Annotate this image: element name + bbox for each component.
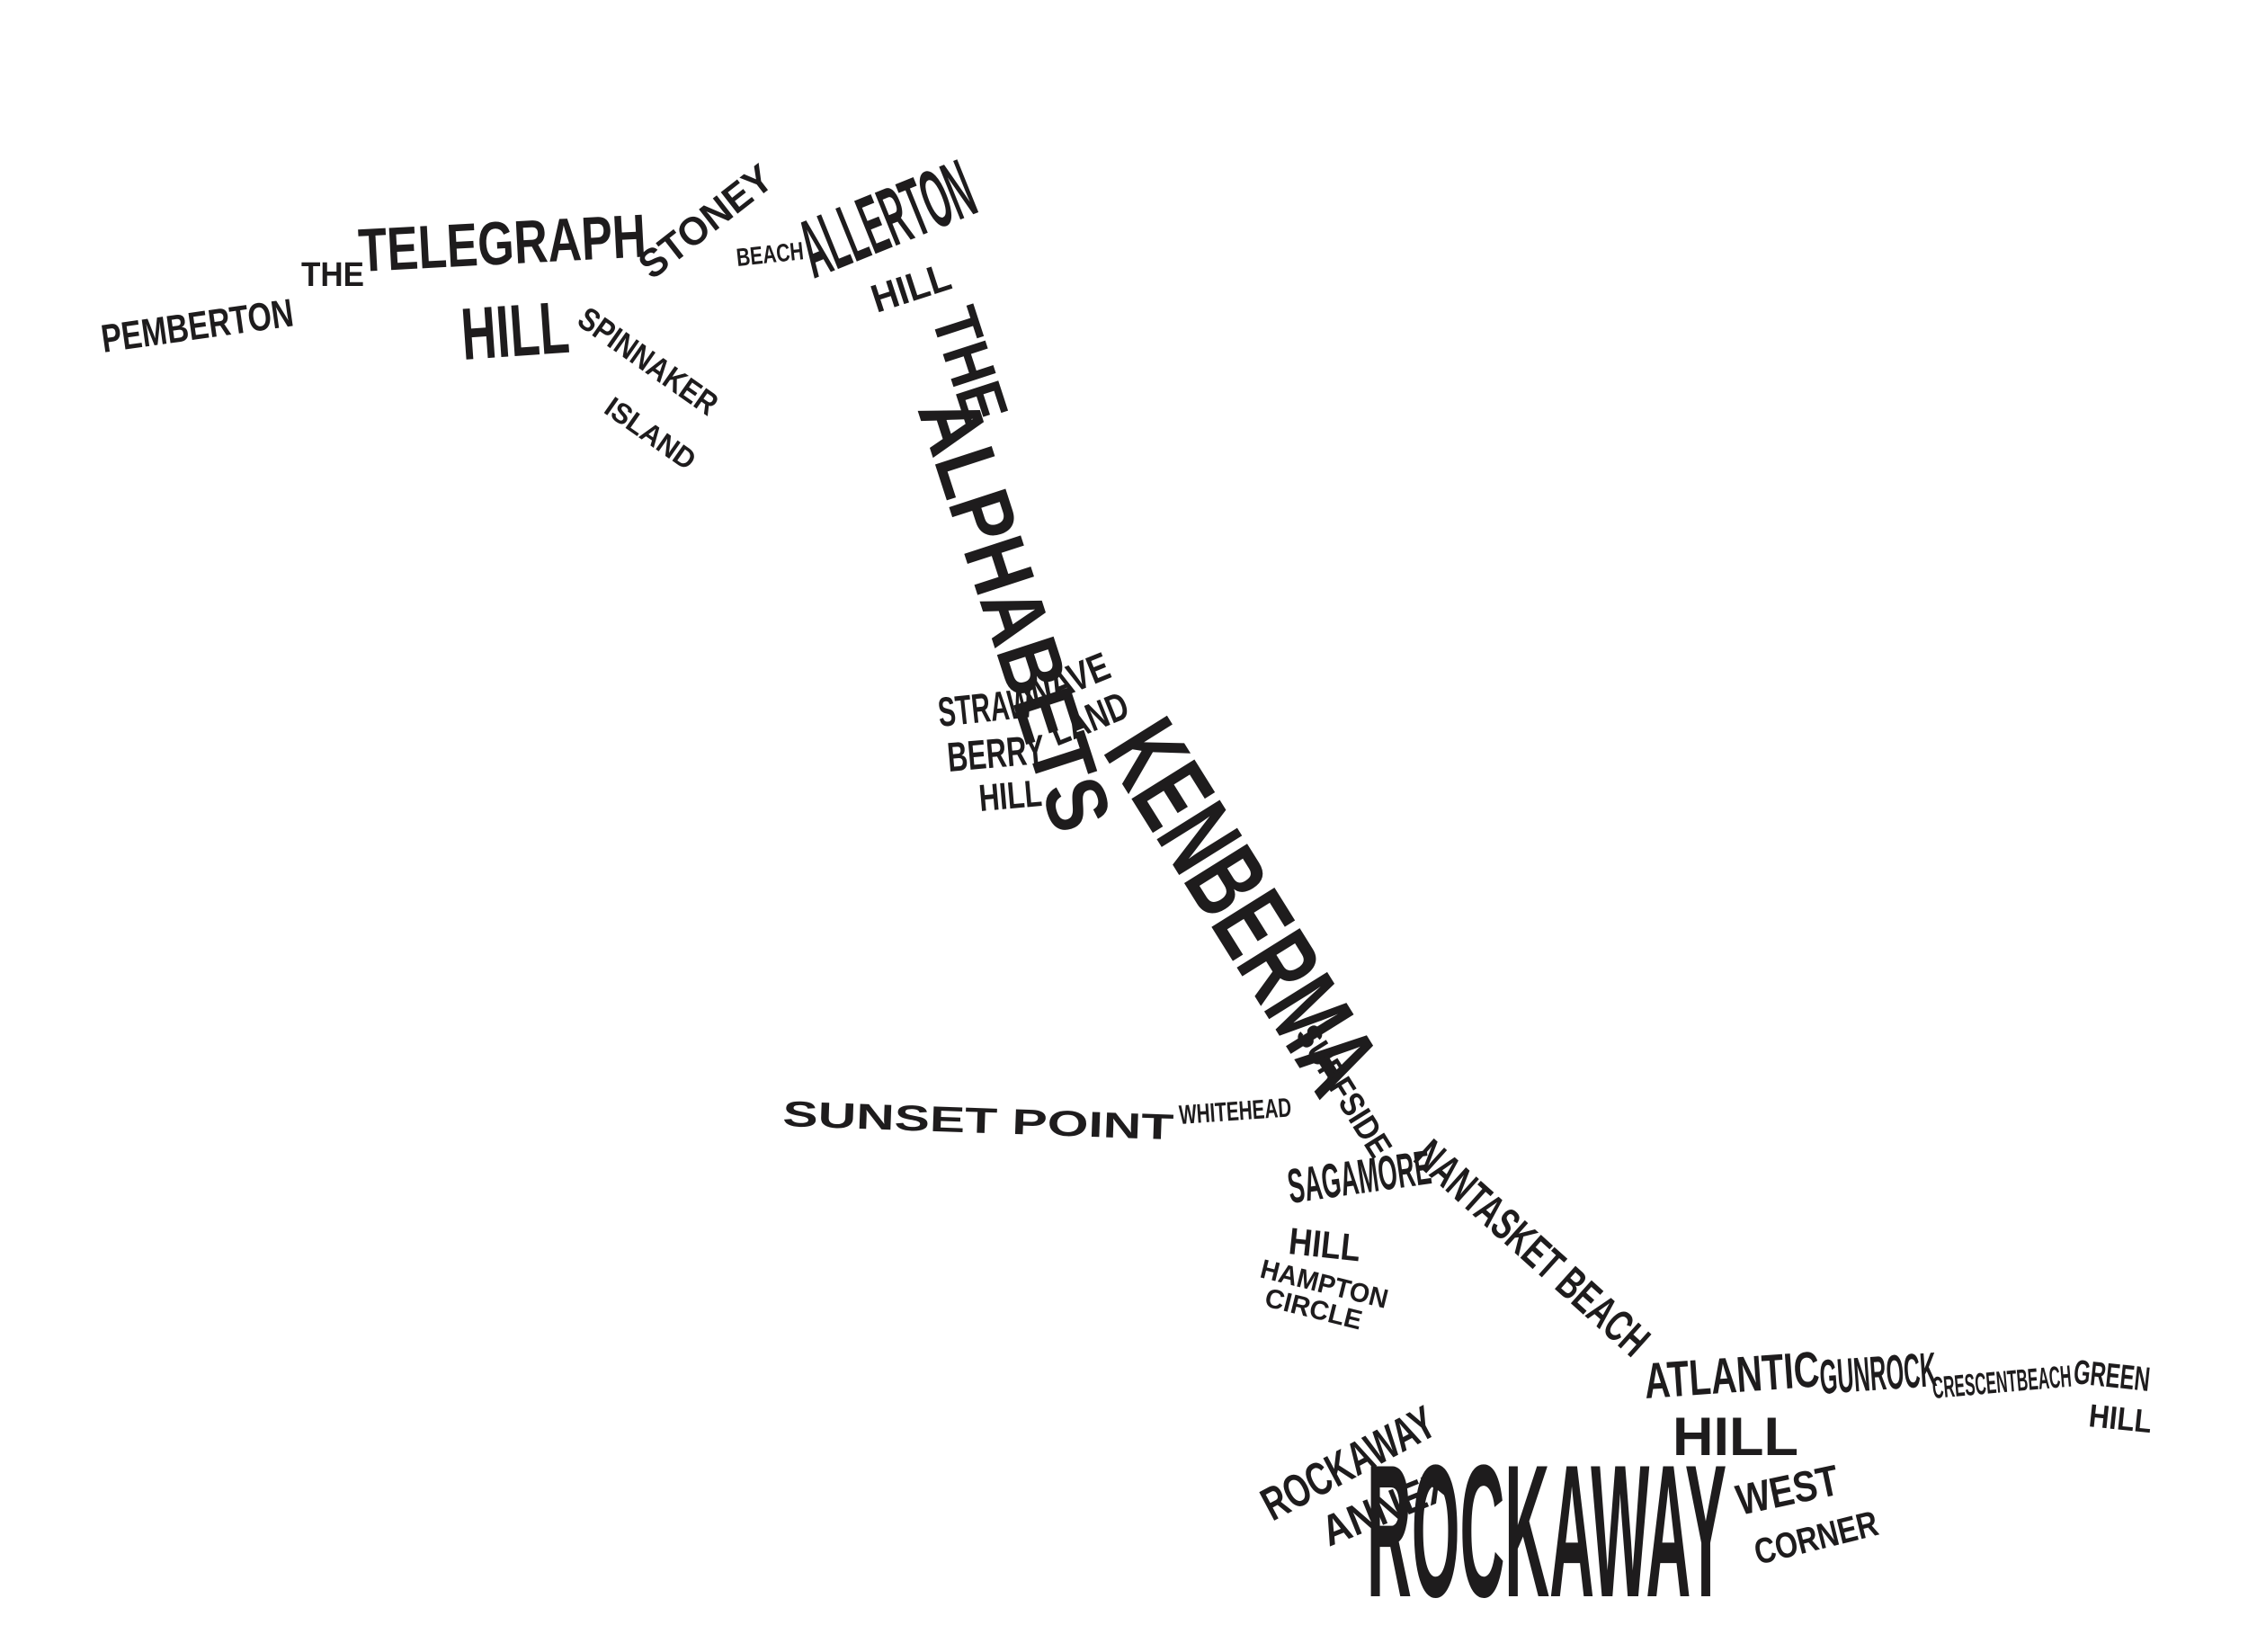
label-the-village-the[interactable]: THE xyxy=(301,256,364,294)
label-strawberry-2[interactable]: BERRY xyxy=(945,726,1046,781)
label-atlantic[interactable]: ATLANTIC xyxy=(1642,1341,1821,1409)
label-strawberry-hill[interactable]: HILL xyxy=(977,772,1044,819)
label-rockaway[interactable]: ROCKAWAY xyxy=(1367,1425,1726,1637)
label-strawberry-1[interactable]: STRAW xyxy=(936,679,1035,736)
label-green-hill[interactable]: HILL xyxy=(2087,1397,2154,1440)
label-green[interactable]: GREEN xyxy=(2072,1353,2152,1399)
label-telegraph-hill[interactable]: HILL xyxy=(459,287,572,376)
label-sagamore-hill[interactable]: HILL xyxy=(1287,1219,1362,1269)
label-telegraph[interactable]: TELEGRAPH xyxy=(357,201,648,285)
label-gun-rock[interactable]: GUNROCK xyxy=(1818,1343,1939,1405)
label-atlantic-hill[interactable]: HILL xyxy=(1673,1406,1798,1467)
